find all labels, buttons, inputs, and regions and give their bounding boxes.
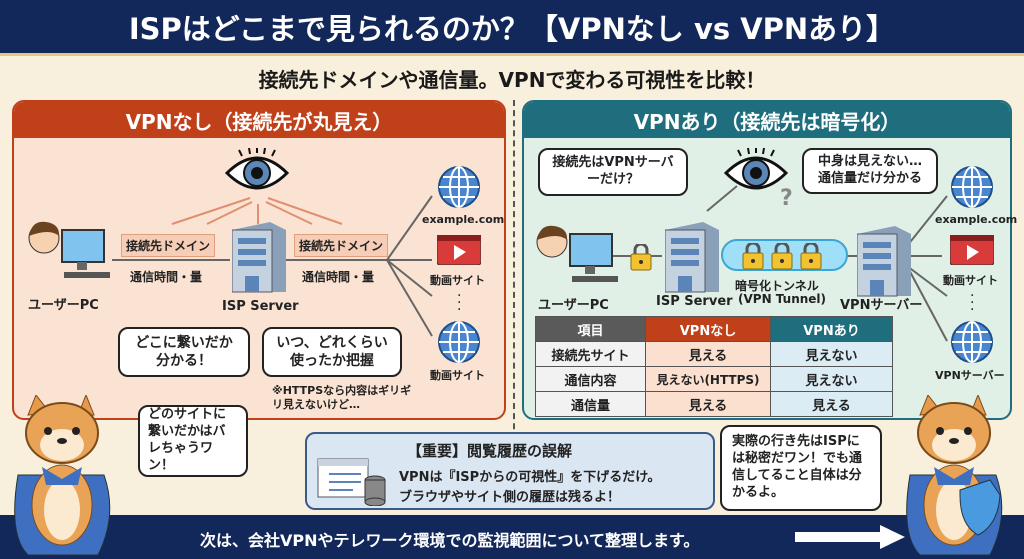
table-cell: 接続先サイト	[535, 341, 646, 367]
site-label: 動画サイト	[430, 369, 485, 382]
https-note: ※HTTPSなら内容はギリギリ見えないけど…	[272, 384, 412, 412]
isp-server-label: ISP Server	[222, 299, 299, 314]
globe-icon	[951, 166, 993, 208]
table-row: 通信量見える見える	[535, 391, 893, 417]
footer-text: 次は、会社VPNやテレワーク環境での監視範囲について整理します。	[200, 531, 700, 550]
page-title: ISPはどこまで見られるのか？【VPNなし vs VPNあり】	[0, 0, 1024, 56]
no-vpn-arrows	[112, 195, 433, 337]
lock-icon	[800, 243, 822, 270]
table-cell: 見える	[770, 391, 893, 417]
browser-history-icon	[317, 458, 386, 506]
video-site-icon	[950, 235, 994, 265]
speech-bubble: 中身は見えない…通信量だけ分かる	[802, 148, 938, 194]
user-pc-label: ユーザーPC	[538, 298, 609, 313]
isp-server-icon	[665, 222, 720, 293]
table-cell: 見えない	[770, 366, 893, 392]
more-dots: ···	[970, 288, 975, 318]
globe-icon	[951, 321, 993, 363]
traffic-meta-label: 通信時間・量	[130, 270, 203, 284]
speech-bubble: いつ、どれくらい使ったか把握	[262, 327, 402, 377]
traffic-meta-label: 通信時間・量	[302, 270, 375, 284]
site-label: example.com	[935, 213, 1018, 226]
eye-icon	[225, 148, 289, 190]
arrow-right-icon	[795, 525, 905, 549]
more-dots: ···	[457, 288, 462, 318]
mascot-speech-bubble: どのサイトに繋いだかはバレちゃうワン！	[138, 405, 248, 477]
shiba-mascot-right	[905, 395, 1003, 556]
table-cell: 見えない(HTTPS)	[645, 366, 771, 392]
page-subtitle: 接続先ドメインや通信量。VPNで変わる可視性を比較！	[258, 68, 766, 92]
table-cell: 通信内容	[535, 366, 646, 392]
info-title: 【重要】閲覧履歴の誤解	[407, 442, 573, 460]
isp-server-label: ISP Server	[656, 294, 733, 309]
isp-server-icon	[232, 222, 287, 293]
site-label: 動画サイト	[943, 274, 998, 287]
panel-header-no-vpn: VPNなし（接続先が丸見え）	[14, 102, 504, 138]
divider	[513, 100, 515, 510]
tunnel-label: 暗号化トンネル	[735, 279, 819, 293]
mascot-speech-bubble: 実際の行き先はISPには秘密だワン！でも通信してること自体は分かるよ。	[720, 425, 882, 511]
comparison-table: 項目 VPNなし VPNあり 接続先サイト見える見えない 通信内容見えない(HT…	[535, 316, 893, 417]
table-cell: 見える	[645, 391, 771, 417]
video-site-icon	[437, 235, 481, 265]
table-header-row: 項目 VPNなし VPNあり	[535, 316, 893, 342]
table-header: 項目	[535, 316, 646, 342]
vpn-server-label: VPNサーバー	[840, 298, 923, 313]
footer-bar: 次は、会社VPNやテレワーク環境での監視範囲について整理します。	[0, 515, 1024, 559]
site-label: VPNサーバー	[935, 369, 1005, 382]
table-cell: 見える	[645, 341, 771, 367]
shiba-mascot-left	[13, 395, 111, 556]
lock-icon	[630, 244, 652, 271]
globe-icon	[438, 321, 480, 363]
panel-header-with-vpn: VPNあり（接続先は暗号化）	[524, 102, 1010, 138]
domain-tag: 接続先ドメイン	[121, 234, 216, 257]
question-mark: ?	[780, 186, 793, 211]
globe-icon	[438, 166, 480, 208]
site-label: example.com	[422, 213, 505, 226]
vpn-server-icon	[857, 226, 912, 297]
lock-icon	[742, 243, 764, 270]
table-cell: 通信量	[535, 391, 646, 417]
domain-tag: 接続先ドメイン	[294, 234, 389, 257]
table-header: VPNなし	[645, 316, 771, 342]
user-pc-icon	[28, 220, 111, 279]
table-row: 通信内容見えない(HTTPS)見えない	[535, 366, 893, 392]
speech-bubble: どこに繋いだか分かる！	[118, 327, 250, 377]
table-header: VPNあり	[770, 316, 893, 342]
table-cell: 見えない	[770, 341, 893, 367]
user-pc-label: ユーザーPC	[28, 298, 99, 313]
table-row: 接続先サイト見える見えない	[535, 341, 893, 367]
info-box: 【重要】閲覧履歴の誤解 VPNは『ISPからの可視性』を下げるだけ。 ブラウザや…	[305, 432, 715, 510]
speech-bubble: 接続先はVPNサーバーだけ？	[538, 148, 688, 196]
tunnel-label-en: (VPN Tunnel)	[738, 292, 827, 306]
info-line: VPNは『ISPからの可視性』を下げるだけ。	[399, 470, 661, 485]
site-label: 動画サイト	[430, 274, 485, 287]
info-line: ブラウザやサイト側の履歴は残るよ！	[399, 490, 621, 505]
user-pc-icon	[536, 224, 619, 283]
lock-icon	[771, 243, 793, 270]
